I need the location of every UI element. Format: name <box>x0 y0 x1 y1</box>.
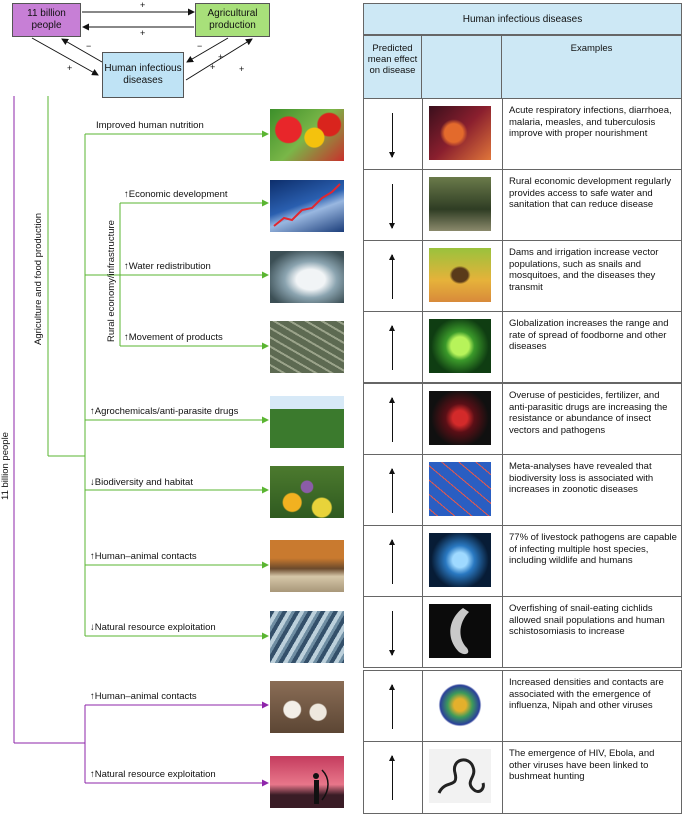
parasite-image <box>429 391 491 445</box>
flowers-photo <box>270 466 344 518</box>
branch-label-3: ↑Water redistribution <box>124 261 211 272</box>
table-row: Globalization increases the range and ra… <box>363 311 682 383</box>
mosquito-image <box>429 248 491 302</box>
branch-label-7: ↑Human–animal contacts <box>90 551 197 562</box>
branch-label-10: ↑Natural resource exploitation <box>90 769 216 780</box>
bacteria-image <box>429 106 491 160</box>
example-text: Overuse of pesticides, fertilizer, and a… <box>509 390 668 436</box>
branch-label-6: ↓Biodiversity and habitat <box>90 477 193 488</box>
sign-plus-5: + <box>210 62 216 72</box>
sign-plus-2: + <box>140 28 146 38</box>
example-text: 77% of livestock pathogens are capable o… <box>509 532 677 566</box>
vertical-label-agri: Agriculture and food production <box>33 212 44 345</box>
sign-minus-1: − <box>86 41 92 51</box>
effects-table: Human infectious diseases Predicted mean… <box>363 3 682 814</box>
virus-blue-image <box>429 533 491 587</box>
example-text: Acute respiratory infections, diarrhoea,… <box>509 105 672 139</box>
example-text: Overfishing of snail-eating cichlids all… <box>509 603 665 637</box>
effect-arrow-up <box>389 325 395 370</box>
branch-label-4: ↑Movement of products <box>124 332 223 343</box>
example-text: Dams and irrigation increase vector popu… <box>509 247 659 293</box>
table-row: The emergence of HIV, Ebola, and other v… <box>363 741 682 814</box>
hunter-photo <box>270 756 344 808</box>
table-row: Overuse of pesticides, fertilizer, and a… <box>363 383 682 455</box>
branch-label-9: ↑Human–animal contacts <box>90 691 197 702</box>
effect-arrow-down <box>389 184 395 229</box>
schistosome-image <box>429 604 491 658</box>
effect-arrow-up <box>389 254 395 299</box>
sheep-photo <box>270 540 344 592</box>
table-title: Human infectious diseases <box>363 3 682 35</box>
arrow-hid-to-people <box>61 38 103 63</box>
col-header-image <box>421 35 502 99</box>
effect-arrow-up <box>389 468 395 513</box>
water-pump-image <box>429 177 491 231</box>
example-text: Rural economic development regularly pro… <box>509 176 672 210</box>
effect-arrow-down <box>389 113 395 158</box>
table-row: Increased densities and contacts are ass… <box>363 670 682 742</box>
branch-label-5: ↑Agrochemicals/anti-parasite drugs <box>90 406 239 417</box>
sign-plus-1: + <box>140 0 146 10</box>
arrow-people-to-hid <box>31 37 99 76</box>
effect-arrow-up <box>389 539 395 584</box>
people-box: 11 billion people <box>12 3 81 37</box>
col-header-effect: Predicted mean effect on disease <box>363 35 422 99</box>
table-row: Overfishing of snail-eating cichlids all… <box>363 596 682 668</box>
sign-plus-3: + <box>67 63 73 73</box>
field-photo <box>270 396 344 448</box>
dam-photo <box>270 251 344 303</box>
chickens-photo <box>270 681 344 733</box>
ebola-image <box>429 749 491 803</box>
economy-photo <box>270 180 344 232</box>
sign-plus-4: + <box>218 52 224 62</box>
vertical-label-people: 11 billion people <box>0 432 11 500</box>
vertical-label-rural: Rural economy/infrastructure <box>106 220 117 342</box>
virus-green-image <box>429 319 491 373</box>
hid-box: Human infectious diseases <box>102 52 184 98</box>
effect-arrow-up <box>389 684 395 729</box>
influenza-image <box>429 678 491 732</box>
arrow-hid-to-agri <box>185 38 253 81</box>
branch-label-2: ↑Economic development <box>124 189 228 200</box>
effect-arrow-up <box>389 755 395 800</box>
col-header-examples: Examples <box>501 35 682 99</box>
agri-box: Agricultural production <box>195 3 270 37</box>
sign-minus-2: − <box>197 41 203 51</box>
arrow-agri-to-hid <box>186 37 229 63</box>
branch-label-1: Improved human nutrition <box>96 120 204 131</box>
effect-arrow-down <box>389 611 395 656</box>
table-row: 77% of livestock pathogens are capable o… <box>363 525 682 597</box>
fish-photo <box>270 611 344 663</box>
table-row: Dams and irrigation increase vector popu… <box>363 240 682 312</box>
table-row: Meta-analyses have revealed that biodive… <box>363 454 682 526</box>
example-text: Meta-analyses have revealed that biodive… <box>509 461 654 495</box>
table-row: Acute respiratory infections, diarrhoea,… <box>363 98 682 170</box>
example-text: Increased densities and contacts are ass… <box>509 677 664 711</box>
highway-photo <box>270 321 344 373</box>
example-text: The emergence of HIV, Ebola, and other v… <box>509 748 655 782</box>
table-row: Rural economic development regularly pro… <box>363 169 682 241</box>
effect-arrow-up <box>389 397 395 442</box>
example-text: Globalization increases the range and ra… <box>509 318 669 352</box>
sign-plus-6: + <box>239 64 245 74</box>
network-image <box>429 462 491 516</box>
vegetables-photo <box>270 109 344 161</box>
branch-label-8: ↓Natural resource exploitation <box>90 622 216 633</box>
